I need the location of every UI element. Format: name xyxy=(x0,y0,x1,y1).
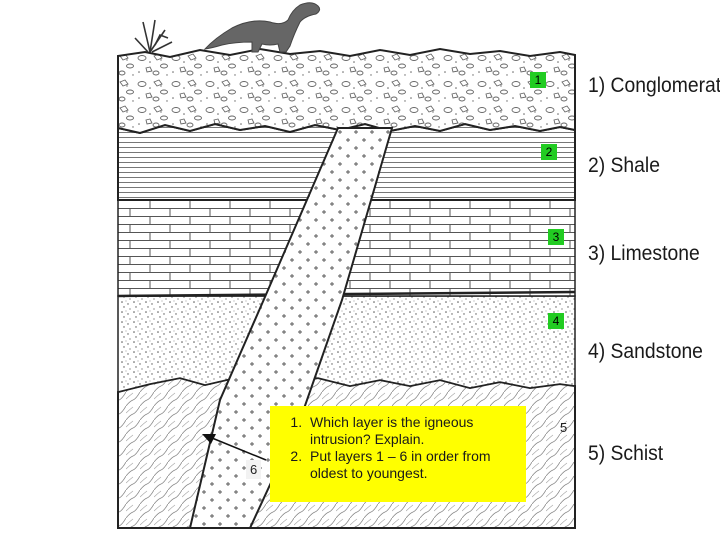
layer-number-badge: 4 xyxy=(548,313,564,329)
question-item: Which layer is the igneous intrusion? Ex… xyxy=(306,414,518,448)
layer-label-schist: 5) Schist xyxy=(588,442,663,466)
plant-icon xyxy=(135,20,172,52)
layer-label-conglomerate: 1) Conglomerate xyxy=(588,74,720,98)
layer-number: 5 xyxy=(560,420,567,435)
conglomerate-layer xyxy=(118,49,575,133)
question-box: Which layer is the igneous intrusion? Ex… xyxy=(270,406,526,502)
dinosaur-icon xyxy=(205,3,320,52)
layer-label-sandstone: 4) Sandstone xyxy=(588,340,703,364)
layer-label-limestone: 3) Limestone xyxy=(588,242,700,266)
intrusion-number: 6 xyxy=(246,460,261,479)
layer-label-shale: 2) Shale xyxy=(588,154,660,178)
question-item: Put layers 1 – 6 in order from oldest to… xyxy=(306,448,518,482)
question-list: Which layer is the igneous intrusion? Ex… xyxy=(280,414,518,482)
layer-number-badge: 3 xyxy=(548,229,564,245)
sandstone-layer xyxy=(118,296,575,392)
layer-number-badge: 2 xyxy=(541,144,557,160)
layer-number-badge: 1 xyxy=(530,72,546,88)
